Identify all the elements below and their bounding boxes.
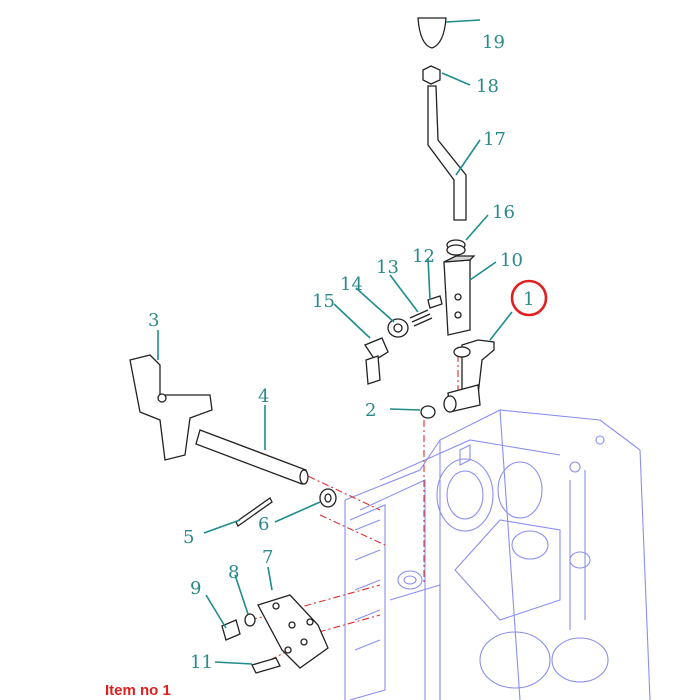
part-17-lever: [427, 85, 467, 221]
part-2-circlip: [420, 405, 436, 419]
part-14-bushing: [387, 318, 409, 338]
callout-17: 17: [483, 129, 506, 150]
callout-16: 16: [492, 202, 515, 223]
item-highlight-circle: [510, 279, 548, 317]
item-label: Item no 1: [105, 682, 171, 699]
callout-11: 11: [190, 652, 213, 673]
part-13-spring: [409, 309, 433, 327]
callout-14: 14: [340, 274, 363, 295]
part-18-nut: [422, 65, 441, 85]
callout-leaders: [157, 19, 513, 665]
gearbox-housing: [344, 409, 651, 700]
callout-18: 18: [476, 76, 499, 97]
callout-3: 3: [148, 310, 159, 331]
callout-1: 1: [523, 289, 534, 310]
part-3-shift-fork: [129, 354, 213, 461]
part-6-washer: [319, 488, 337, 508]
part-9-bolt: [221, 619, 241, 641]
part-12-pin: [427, 295, 443, 309]
part-15-ball-joint: [364, 337, 389, 385]
part-7-plate: [257, 594, 329, 669]
callout-15: 15: [312, 291, 335, 312]
part-10-block: [443, 255, 476, 336]
part-8-washer: [244, 613, 256, 627]
callout-5: 5: [183, 527, 194, 548]
callout-2: 2: [365, 400, 376, 421]
callout-9: 9: [190, 578, 201, 599]
callout-7: 7: [262, 547, 273, 568]
part-11-bolt: [251, 657, 281, 674]
callout-4: 4: [258, 386, 269, 407]
part-19-knob: [417, 17, 447, 49]
callout-13: 13: [376, 257, 399, 278]
part-5-roll-pin: [235, 497, 273, 527]
part-1-selector-arm: [443, 339, 495, 413]
callout-12: 12: [412, 246, 435, 267]
callout-labels: 19 18 17 16 10 12 13 14 15 1 2 3 4 5 6 7…: [148, 32, 534, 673]
part-4-shaft: [195, 429, 309, 485]
callout-19: 19: [482, 32, 505, 53]
callout-8: 8: [228, 562, 239, 583]
part-16-nut: [446, 239, 466, 256]
callout-10: 10: [500, 250, 523, 271]
callout-6: 6: [258, 514, 269, 535]
